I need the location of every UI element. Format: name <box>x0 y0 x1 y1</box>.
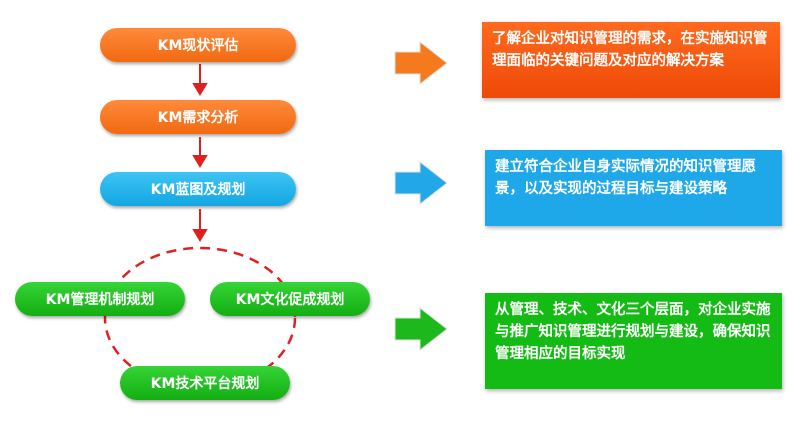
description-plans: 从管理、技术、文化三个层面，对企业实施与推广知识管理进行规划与建设，确保知识管理… <box>485 293 782 389</box>
flow-arrowhead-1 <box>192 83 208 96</box>
green-arrow-icon <box>394 306 448 352</box>
flow-arrowhead-2 <box>192 155 208 168</box>
orange-arrow-icon <box>394 40 448 86</box>
plan-culture: KM文化促成规划 <box>210 282 370 316</box>
plan-management: KM管理机制规划 <box>15 282 185 316</box>
blue-arrow-icon <box>394 160 448 206</box>
step-km-requirements: KM需求分析 <box>100 100 296 134</box>
step-km-blueprint: KM蓝图及规划 <box>100 172 296 206</box>
plan-technology: KM技术平台规划 <box>120 366 290 400</box>
description-assessment: 了解企业对知识管理的需求，在实施知识管理面临的关键问题及对应的解决方案 <box>482 22 780 98</box>
flow-arrowhead-3 <box>192 229 208 242</box>
cycle-circle <box>103 246 297 390</box>
step-km-assessment: KM现状评估 <box>100 28 296 62</box>
description-blueprint: 建立符合企业自身实际情况的知识管理愿景，以及实现的过程目标与建设策略 <box>485 150 782 226</box>
